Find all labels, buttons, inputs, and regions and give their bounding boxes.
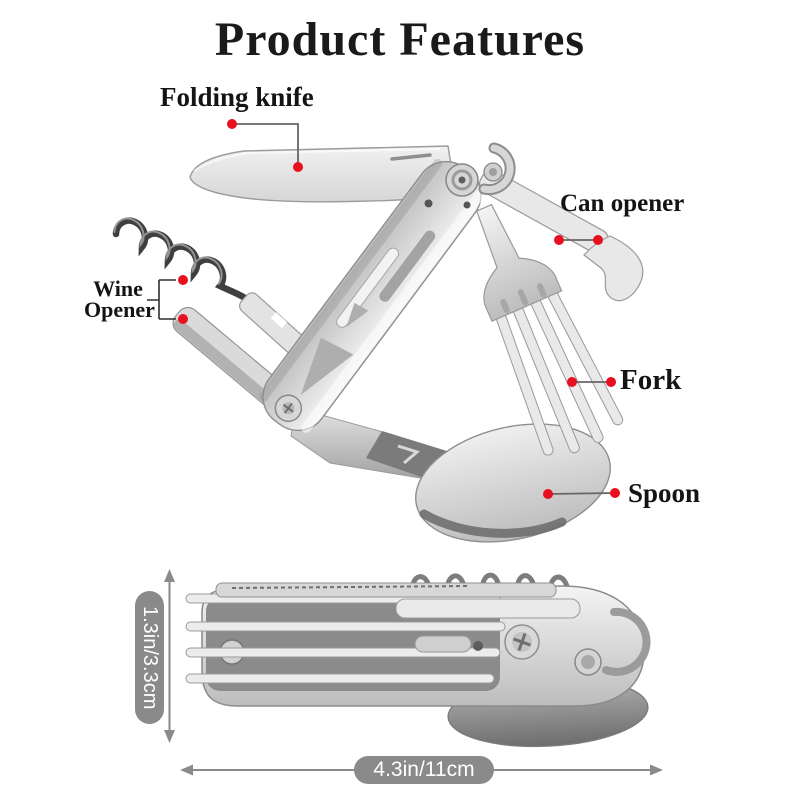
- wine-opener-label-line1: Wine: [93, 276, 143, 301]
- knife-blade-shape: [189, 145, 457, 203]
- corkscrew-shape: [112, 217, 252, 304]
- folded-carabiner-notch: [602, 607, 651, 676]
- handle-shape: [259, 159, 485, 433]
- can-opener-shape: [478, 169, 644, 302]
- fork-label: Fork: [620, 364, 682, 396]
- wine-opener-label-line2: Opener: [84, 297, 155, 322]
- spoon-shape: [290, 407, 611, 543]
- page-title: Product Features: [214, 13, 586, 66]
- fork-shape: [476, 203, 624, 456]
- height-dimension-badge: 1.3in/3.3cm: [135, 591, 164, 724]
- folding-knife-label: Folding knife: [160, 82, 314, 112]
- carabiner-hook-shape: [478, 142, 516, 196]
- wine-opener-label: Wine Opener: [84, 276, 155, 322]
- folded-screws: [473, 624, 602, 676]
- open-multitool-figure: [112, 142, 644, 543]
- folded-top-details: [215, 582, 581, 653]
- length-dimension-badge: 4.3in/11cm: [354, 756, 494, 784]
- spoon-label: Spoon: [628, 478, 701, 508]
- annotation-dots: [178, 119, 620, 499]
- can-opener-label: Can opener: [560, 190, 685, 217]
- pivot-bolt: [445, 162, 503, 209]
- annotation-connectors: [147, 119, 620, 499]
- folded-multitool-figure: [185, 572, 651, 748]
